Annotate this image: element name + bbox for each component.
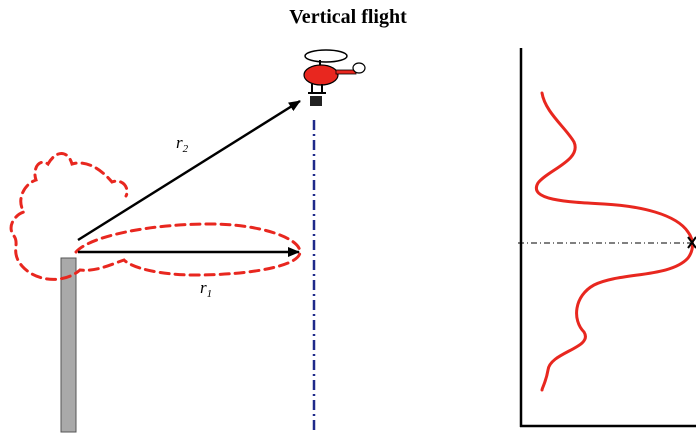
signal-curve: [534, 91, 694, 392]
label-r1: r1: [200, 278, 212, 300]
helicopter-icon: [303, 49, 366, 106]
peak-marker: [687, 236, 696, 249]
radiation-pattern: [9, 152, 302, 281]
antenna-mast: [60, 257, 77, 433]
label-r2: r2: [176, 133, 189, 155]
diagram-title: Vertical flight: [289, 6, 407, 28]
arrow-r2: [77, 99, 301, 242]
